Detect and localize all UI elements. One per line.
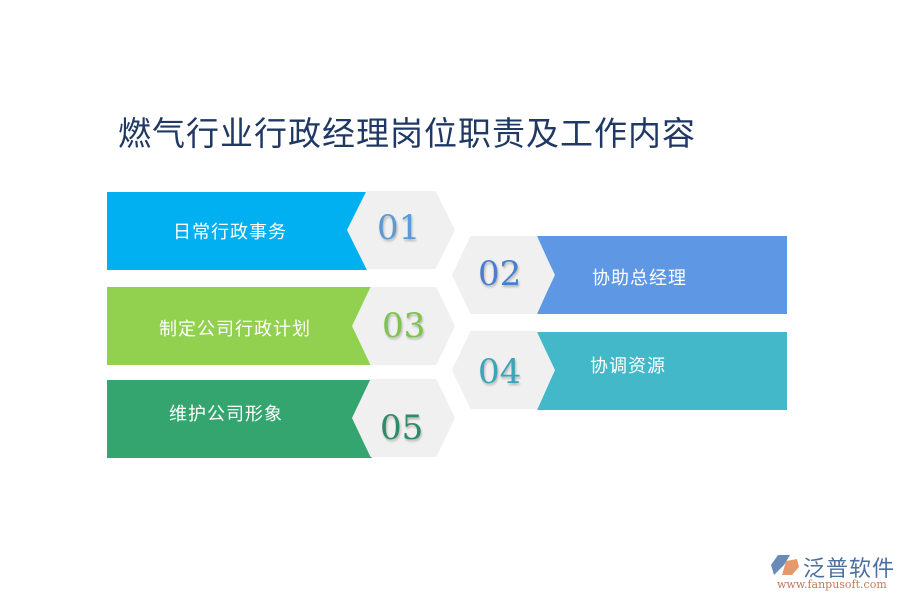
- item-02-number: 02: [478, 254, 522, 294]
- item-05-band: 维护公司形象: [107, 380, 372, 458]
- item-03-number: 03: [382, 306, 426, 346]
- item-01-number: 01: [377, 208, 421, 248]
- item-04-number: 04: [478, 352, 522, 392]
- item-04-band: 协调资源: [537, 332, 787, 410]
- page-title: 燃气行业行政经理岗位职责及工作内容: [118, 114, 696, 153]
- fanpu-logo-icon: [771, 555, 799, 575]
- item-01-hexagon: [347, 191, 455, 269]
- logo-url: www.fanpusoft.com: [777, 578, 887, 591]
- item-03-hexagon: [352, 287, 455, 365]
- item-02-hexagon: [452, 236, 555, 314]
- item-03-label: 制定公司行政计划: [159, 319, 311, 340]
- item-02-band: 协助总经理: [537, 236, 787, 314]
- item-05-hexagon: [352, 379, 455, 457]
- item-04-hexagon: [452, 331, 555, 409]
- item-01-band: 日常行政事务: [107, 192, 367, 270]
- logo-name: 泛普软件: [803, 557, 896, 582]
- item-05-number: 05: [380, 408, 424, 448]
- item-01-label: 日常行政事务: [173, 222, 287, 243]
- item-05-label: 维护公司形象: [169, 404, 283, 425]
- item-02-label: 协助总经理: [592, 268, 687, 289]
- item-03-band: 制定公司行政计划: [107, 287, 372, 365]
- item-04-label: 协调资源: [590, 356, 666, 377]
- fanpusoft-logo: 泛普软件 www.fanpusoft.com: [770, 553, 895, 593]
